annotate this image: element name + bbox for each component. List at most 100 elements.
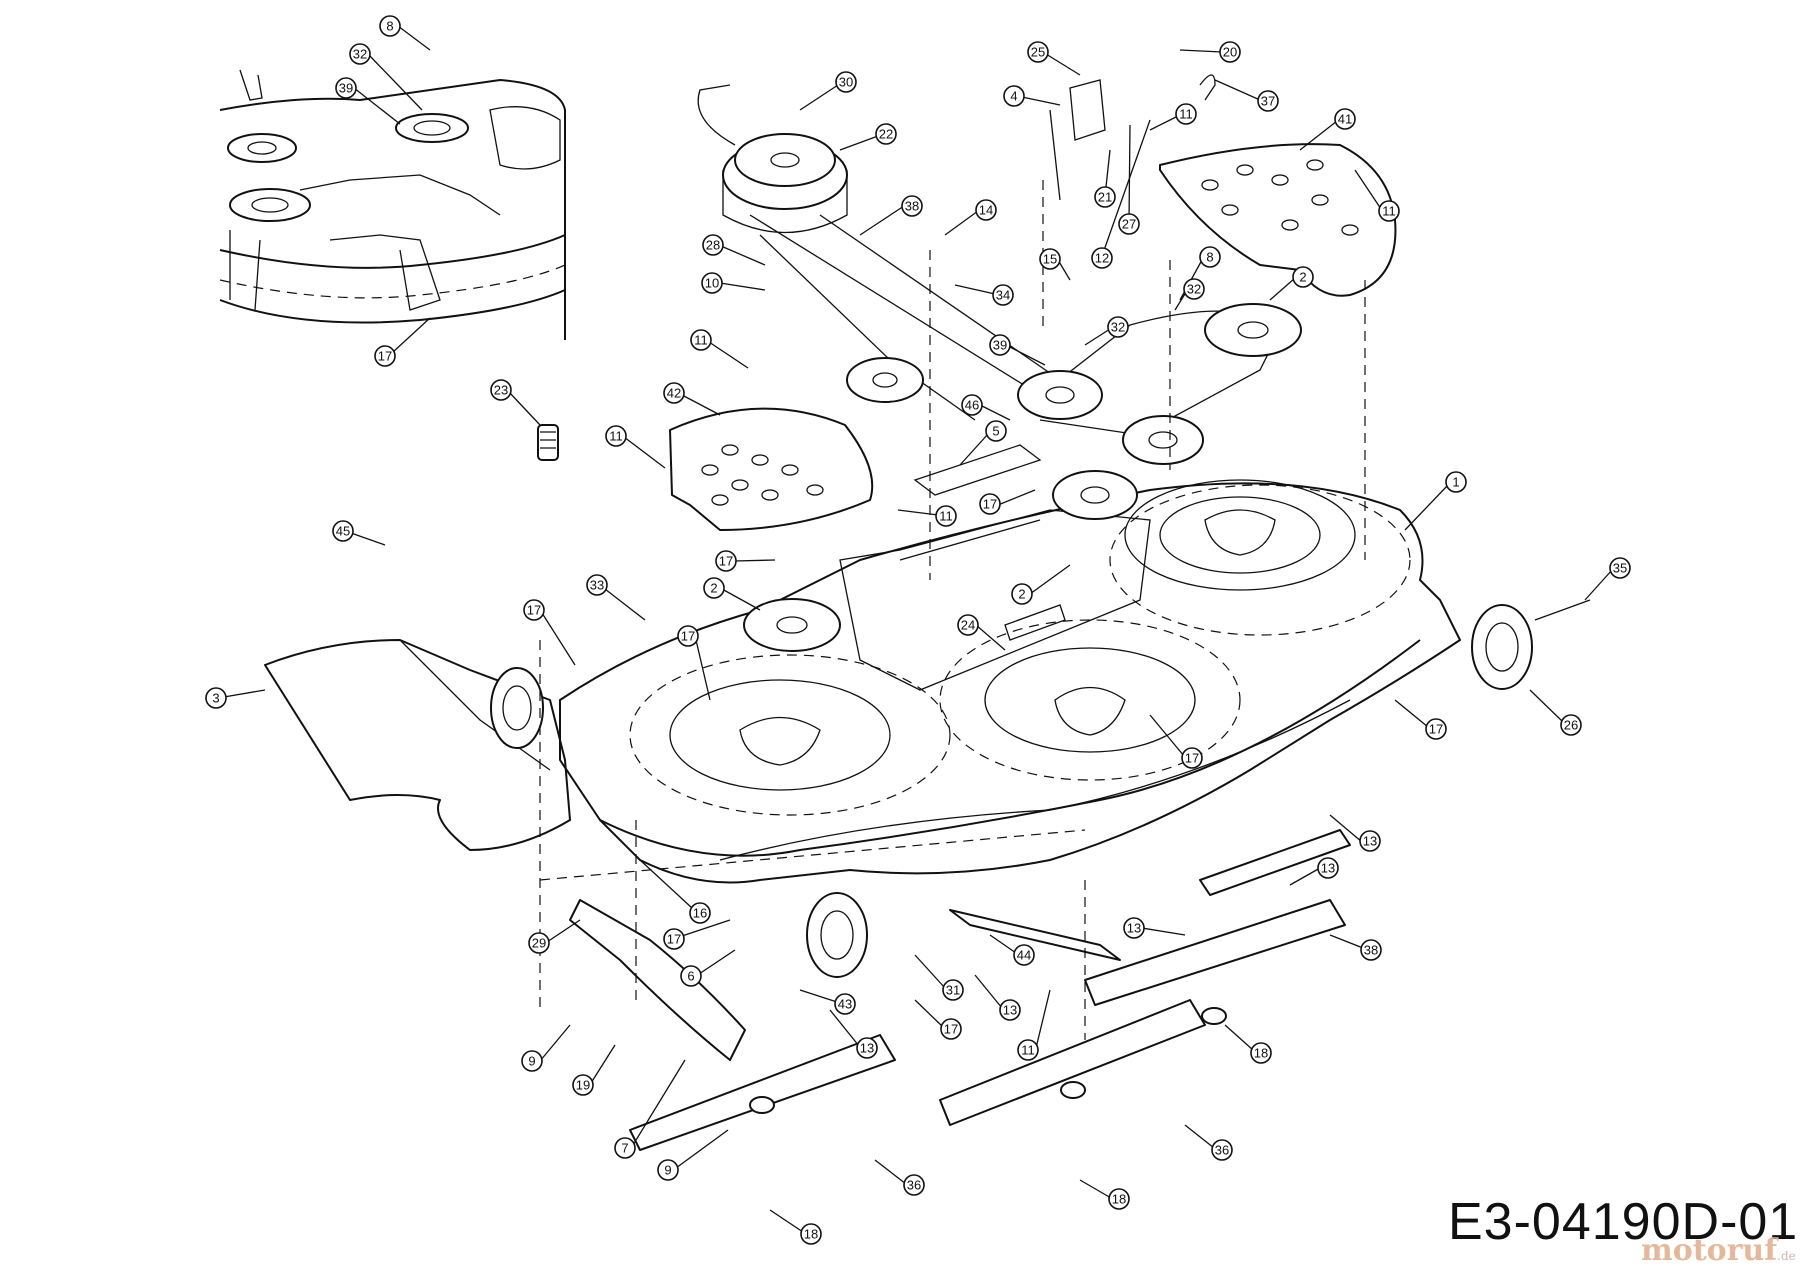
svg-text:2: 2 <box>1018 587 1025 602</box>
callout: 43 <box>799 989 856 1015</box>
callout: 1 <box>1404 471 1467 531</box>
inset-detail-view <box>219 69 566 340</box>
svg-text:18: 18 <box>1112 1192 1126 1207</box>
callout: 19 <box>572 1044 616 1096</box>
callout: 12 <box>1091 119 1151 269</box>
callout: 17 <box>523 599 576 666</box>
svg-text:32: 32 <box>1111 320 1125 335</box>
svg-text:35: 35 <box>1613 561 1627 576</box>
callout: 34 <box>954 284 1014 306</box>
svg-text:17: 17 <box>944 1022 958 1037</box>
svg-text:8: 8 <box>1206 250 1213 265</box>
svg-text:31: 31 <box>946 983 960 998</box>
svg-text:5: 5 <box>992 424 999 439</box>
callout: 9 <box>657 1129 729 1181</box>
callout: 46 <box>961 394 1011 421</box>
svg-text:9: 9 <box>664 1163 671 1178</box>
svg-text:39: 39 <box>993 338 1007 353</box>
svg-text:29: 29 <box>532 936 546 951</box>
svg-text:12: 12 <box>1095 251 1109 266</box>
callout: 29 <box>528 919 581 954</box>
callout: 28 <box>702 234 766 266</box>
callout: 27 <box>1118 124 1140 235</box>
callout: 20 <box>1179 41 1241 63</box>
svg-text:3: 3 <box>212 691 219 706</box>
callout: 10 <box>701 272 766 294</box>
callout: 17 <box>374 317 431 367</box>
callout: 17 <box>1394 699 1447 740</box>
svg-text:46: 46 <box>965 398 979 413</box>
callout: 39 <box>335 77 401 125</box>
svg-text:38: 38 <box>905 199 919 214</box>
svg-text:26: 26 <box>1564 718 1578 733</box>
svg-text:21: 21 <box>1098 190 1112 205</box>
callout: 14 <box>944 199 997 236</box>
callout: 18 <box>1224 1024 1272 1064</box>
watermark-name: motoruf <box>1641 1233 1778 1268</box>
svg-text:17: 17 <box>527 603 541 618</box>
svg-text:17: 17 <box>667 932 681 947</box>
svg-text:18: 18 <box>804 1227 818 1242</box>
svg-text:32: 32 <box>353 47 367 62</box>
callout: 32 <box>1174 278 1205 311</box>
callout: 35 <box>1584 557 1631 601</box>
callout: 6 <box>680 949 736 987</box>
callout: 11 <box>690 329 749 369</box>
watermark-tld: .de <box>1777 1249 1796 1263</box>
callout: 23 <box>490 379 541 426</box>
callout: 11 <box>1149 103 1197 131</box>
svg-text:30: 30 <box>839 75 853 90</box>
callout: 2 <box>703 577 761 611</box>
svg-text:9: 9 <box>528 1054 535 1069</box>
svg-text:24: 24 <box>961 618 975 633</box>
callout: 32 <box>1084 316 1129 346</box>
svg-text:18: 18 <box>1254 1046 1268 1061</box>
callout: 2 <box>1011 564 1071 605</box>
callout: 13 <box>1123 917 1186 939</box>
callout: 5 <box>959 420 1007 466</box>
svg-text:36: 36 <box>907 1178 921 1193</box>
svg-text:14: 14 <box>979 203 993 218</box>
callout: 17 <box>914 999 962 1040</box>
svg-text:33: 33 <box>590 578 604 593</box>
svg-text:25: 25 <box>1031 45 1045 60</box>
callout: 36 <box>1184 1124 1233 1161</box>
callout: 13 <box>1329 814 1381 852</box>
callout: 36 <box>874 1159 925 1196</box>
callout: 2 <box>1269 266 1314 301</box>
mower-deck-housing <box>264 479 1591 1061</box>
svg-text:8: 8 <box>386 19 393 34</box>
svg-text:22: 22 <box>879 127 893 142</box>
svg-text:17: 17 <box>983 497 997 512</box>
callout: 17 <box>677 625 711 701</box>
callout: 11 <box>897 505 957 527</box>
svg-text:17: 17 <box>719 554 733 569</box>
svg-text:1: 1 <box>1452 475 1459 490</box>
callout: 13 <box>829 1009 878 1059</box>
svg-text:41: 41 <box>1338 112 1352 127</box>
callout: 15 <box>1039 248 1071 281</box>
callout: 18 <box>769 1209 822 1245</box>
callout: 26 <box>1529 689 1582 736</box>
callout: 11 <box>605 425 666 469</box>
callout: 13 <box>974 974 1021 1021</box>
svg-text:7: 7 <box>621 1141 628 1156</box>
svg-text:42: 42 <box>667 386 681 401</box>
svg-text:17: 17 <box>1185 751 1199 766</box>
callout: 17 <box>663 919 731 950</box>
callout: 11 <box>1017 989 1051 1061</box>
watermark-logo: motoruf.de <box>1641 1236 1796 1266</box>
svg-text:13: 13 <box>1321 861 1335 876</box>
callout: 18 <box>1079 1179 1130 1210</box>
svg-text:11: 11 <box>1382 204 1396 219</box>
callout: 33 <box>586 574 646 621</box>
callout: 17 <box>1149 714 1203 769</box>
svg-text:39: 39 <box>339 81 353 96</box>
callout: 32 <box>349 43 423 111</box>
callout: 25 <box>1027 41 1081 76</box>
svg-text:11: 11 <box>939 509 953 524</box>
svg-text:16: 16 <box>693 906 707 921</box>
svg-text:20: 20 <box>1223 45 1237 60</box>
callout: 41 <box>1299 108 1356 151</box>
